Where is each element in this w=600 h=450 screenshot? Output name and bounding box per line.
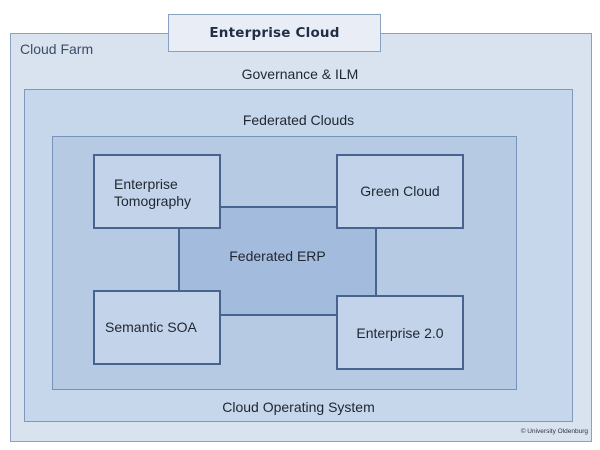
semantic-soa-label: Semantic SOA — [105, 319, 197, 335]
cloud-os-label: Cloud Operating System — [222, 399, 375, 415]
enterprise-tomography-label: Enterprise Tomography — [114, 176, 219, 210]
title-text: Enterprise Cloud — [209, 25, 340, 41]
copyright-notice: © University Oldenburg — [520, 428, 588, 435]
green-cloud-label: Green Cloud — [360, 183, 440, 199]
semantic-soa-node: Semantic SOA — [93, 290, 221, 365]
green-cloud-node: Green Cloud — [336, 154, 464, 229]
governance-label: Governance & ILM — [241, 66, 359, 82]
federated-erp-label: Federated ERP — [229, 248, 326, 264]
enterprise-2-0-label: Enterprise 2.0 — [356, 325, 444, 341]
cloud-farm-label: Cloud Farm — [20, 41, 94, 57]
node-line-1: Enterprise — [114, 176, 178, 192]
node-line-2: Tomography — [114, 193, 192, 209]
enterprise-cloud-title: Enterprise Cloud — [168, 14, 381, 52]
federated-clouds-label: Federated Clouds — [242, 112, 355, 128]
enterprise-tomography-node: Enterprise Tomography — [93, 154, 221, 229]
enterprise-2-0-node: Enterprise 2.0 — [336, 295, 464, 370]
